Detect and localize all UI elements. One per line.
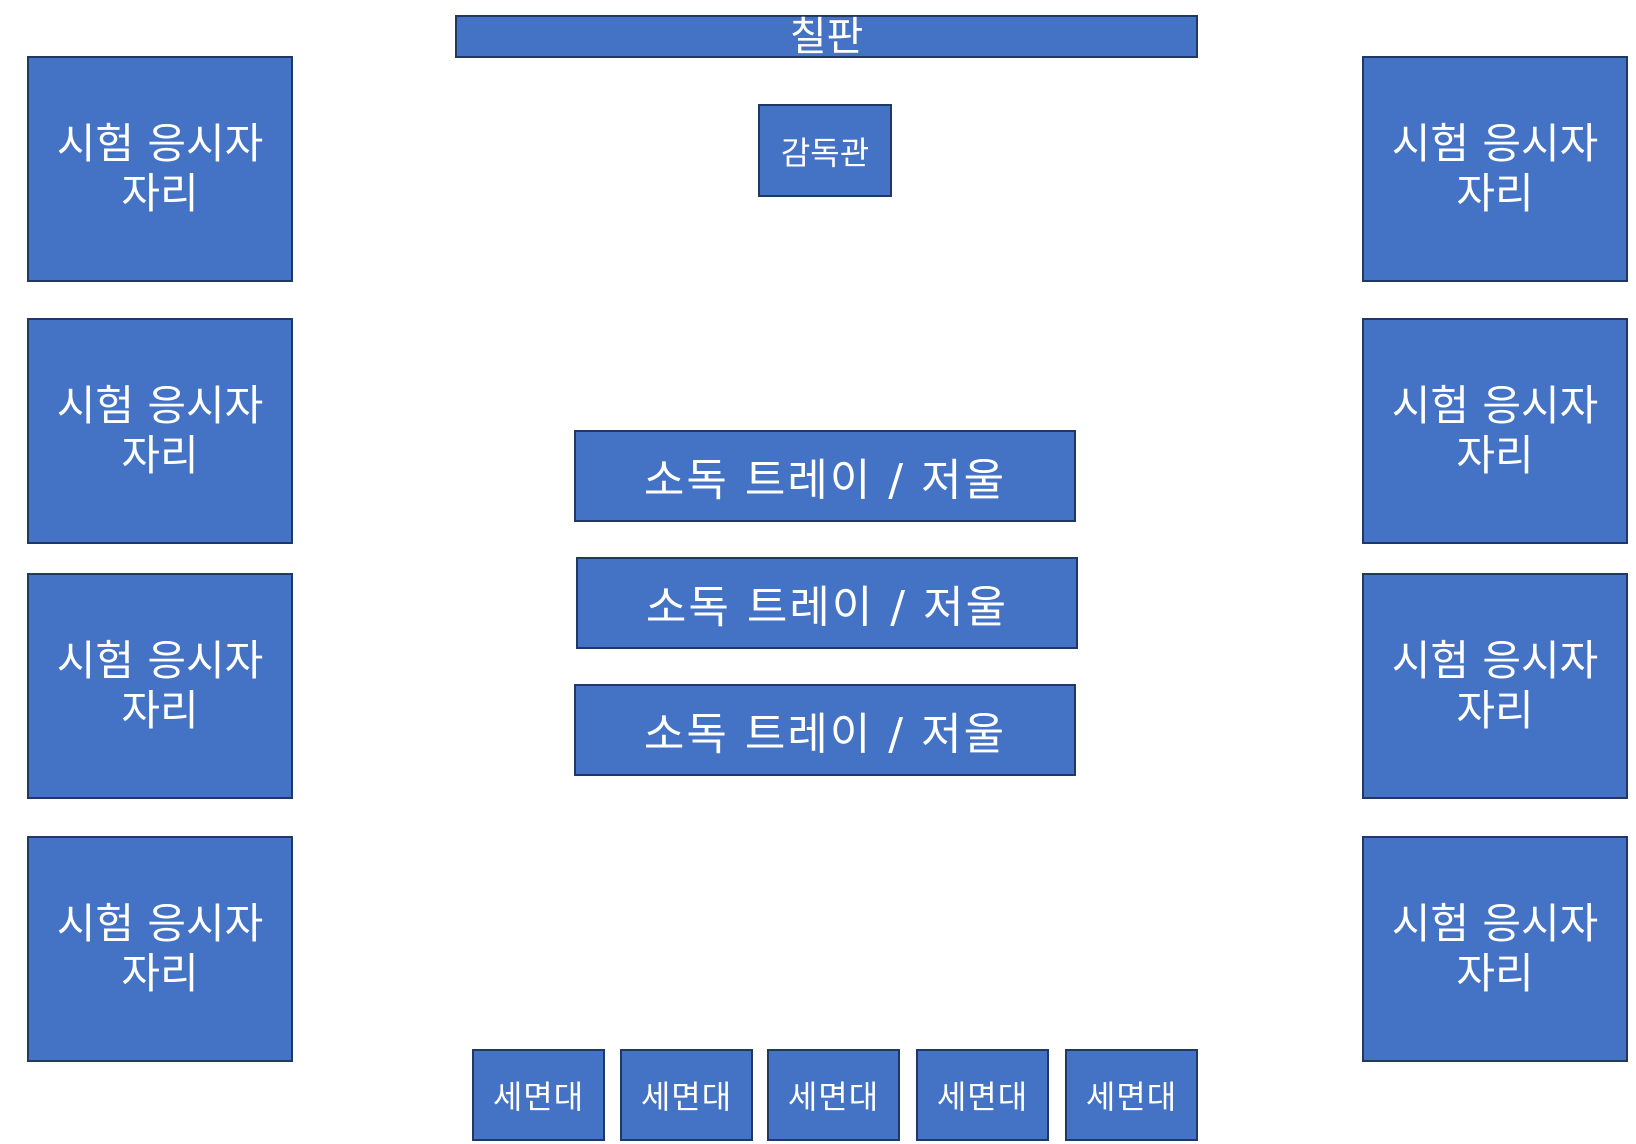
sink-4: 세면대 xyxy=(916,1049,1049,1141)
sink-label: 세면대 xyxy=(492,1078,585,1116)
sink-label: 세면대 xyxy=(640,1078,733,1116)
candidate-seat-left-4: 시험 응시자 자리 xyxy=(27,836,293,1062)
tray-label: 소독 트레이 / 저울 xyxy=(643,709,1007,760)
disinfection-tray-scale-1: 소독 트레이 / 저울 xyxy=(574,430,1076,522)
tray-label: 소독 트레이 / 저울 xyxy=(643,455,1007,506)
seat-label: 시험 응시자 자리 xyxy=(56,381,264,480)
candidate-seat-right-2: 시험 응시자 자리 xyxy=(1362,318,1628,544)
sink-2: 세면대 xyxy=(620,1049,753,1141)
candidate-seat-right-3: 시험 응시자 자리 xyxy=(1362,573,1628,799)
tray-label: 소독 트레이 / 저울 xyxy=(645,582,1009,633)
sink-5: 세면대 xyxy=(1065,1049,1198,1141)
seat-label: 시험 응시자 자리 xyxy=(56,899,264,998)
seat-label: 시험 응시자 자리 xyxy=(1391,899,1599,998)
sink-label: 세면대 xyxy=(787,1078,880,1116)
blackboard-label: 칠판 xyxy=(789,13,864,60)
seat-label: 시험 응시자 자리 xyxy=(1391,636,1599,735)
candidate-seat-right-4: 시험 응시자 자리 xyxy=(1362,836,1628,1062)
seat-label: 시험 응시자 자리 xyxy=(56,119,264,218)
sink-label: 세면대 xyxy=(1085,1078,1178,1116)
sink-label: 세면대 xyxy=(936,1078,1029,1116)
sink-1: 세면대 xyxy=(472,1049,605,1141)
candidate-seat-left-3: 시험 응시자 자리 xyxy=(27,573,293,799)
candidate-seat-left-1: 시험 응시자 자리 xyxy=(27,56,293,282)
sink-3: 세면대 xyxy=(767,1049,900,1141)
disinfection-tray-scale-2: 소독 트레이 / 저울 xyxy=(576,557,1078,649)
disinfection-tray-scale-3: 소독 트레이 / 저울 xyxy=(574,684,1076,776)
seat-label: 시험 응시자 자리 xyxy=(1391,119,1599,218)
candidate-seat-right-1: 시험 응시자 자리 xyxy=(1362,56,1628,282)
blackboard: 칠판 xyxy=(455,15,1198,58)
supervisor-desk: 감독관 xyxy=(758,104,892,197)
supervisor-label: 감독관 xyxy=(780,133,870,172)
seat-label: 시험 응시자 자리 xyxy=(1391,381,1599,480)
candidate-seat-left-2: 시험 응시자 자리 xyxy=(27,318,293,544)
seat-label: 시험 응시자 자리 xyxy=(56,636,264,735)
